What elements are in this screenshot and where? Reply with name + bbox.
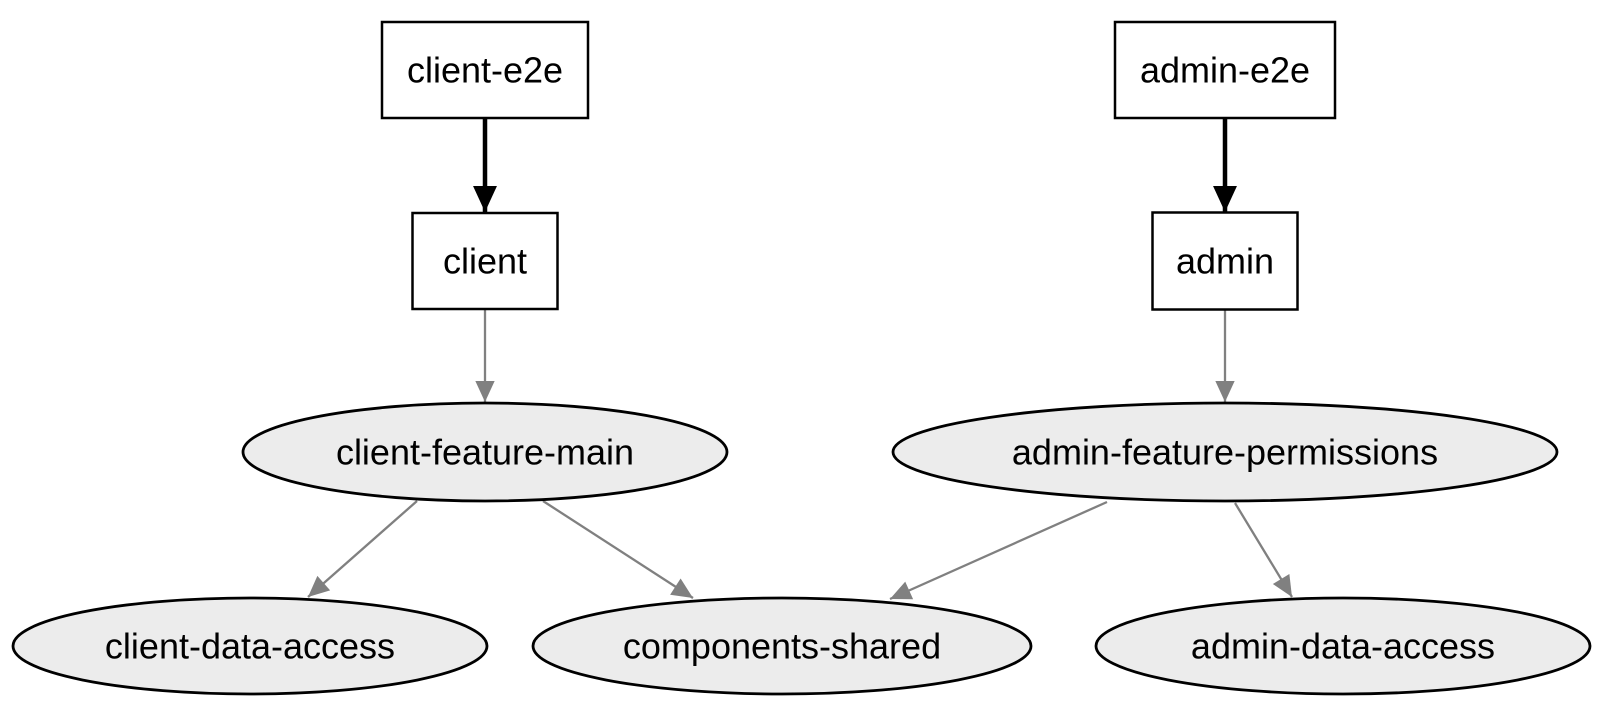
node-admin: admin (1151, 211, 1299, 311)
node-client-feature-main: client-feature-main (241, 401, 729, 503)
app-node-box (380, 20, 590, 120)
node-label-client: client (443, 241, 527, 282)
node-client: client (411, 211, 559, 311)
edge-client-feature-main-to-client-data-access (307, 500, 418, 598)
edge-admin-feature-permissions-to-admin-data-access (1234, 502, 1293, 598)
edge-client-feature-main-to-components-shared (542, 500, 694, 599)
node-admin-feature-permissions: admin-feature-permissions (891, 401, 1559, 503)
node-label-components-shared: components-shared (623, 626, 941, 667)
lib-node-ellipse (241, 401, 729, 503)
node-admin-e2e: admin-e2e (1113, 20, 1337, 120)
app-node-box (411, 211, 559, 311)
node-client-e2e: client-e2e (380, 20, 590, 120)
node-label-client-feature-main: client-feature-main (336, 432, 634, 473)
node-label-admin: admin (1176, 241, 1274, 282)
node-label-client-data-access: client-data-access (105, 626, 395, 667)
node-client-data-access: client-data-access (11, 596, 489, 696)
lib-node-ellipse (891, 401, 1559, 503)
node-label-client-e2e: client-e2e (407, 50, 563, 91)
lib-node-ellipse (1094, 596, 1592, 696)
node-label-admin-e2e: admin-e2e (1140, 50, 1310, 91)
node-components-shared: components-shared (531, 596, 1033, 696)
lib-node-ellipse (11, 596, 489, 696)
edge-admin-feature-permissions-to-components-shared (889, 500, 1108, 601)
app-node-box (1151, 211, 1299, 311)
nodes-layer: client-e2e admin-e2e client admin client-fea… (11, 20, 1592, 696)
node-label-admin-feature-permissions: admin-feature-permissions (1012, 432, 1438, 473)
node-admin-data-access: admin-data-access (1094, 596, 1592, 696)
edges-layer (307, 118, 1293, 601)
node-label-admin-data-access: admin-data-access (1191, 626, 1495, 667)
app-node-box (1113, 20, 1337, 120)
lib-node-ellipse (531, 596, 1033, 696)
